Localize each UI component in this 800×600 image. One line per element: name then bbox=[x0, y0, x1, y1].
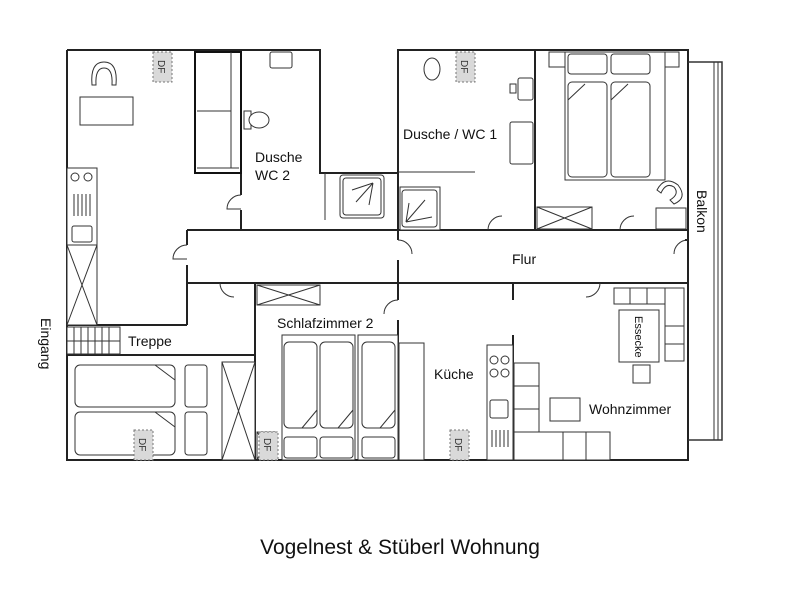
label-essecke: Essecke bbox=[632, 316, 644, 358]
df-label: DF bbox=[452, 438, 463, 451]
label-kueche: Küche bbox=[434, 366, 474, 382]
df-label: DF bbox=[458, 60, 469, 73]
label-dusche-wc1: Dusche / WC 1 bbox=[403, 126, 497, 142]
label-treppe: Treppe bbox=[128, 333, 172, 349]
df-label: DF bbox=[261, 438, 272, 451]
chair bbox=[91, 61, 117, 86]
label-eingang: Eingang bbox=[38, 318, 54, 369]
plan-title: Vogelnest & Stüberl Wohnung bbox=[260, 536, 540, 559]
label-dusche-wc2: Dusche bbox=[255, 149, 303, 165]
label-dusche-wc2-2: WC 2 bbox=[255, 167, 290, 183]
label-balkon: Balkon bbox=[694, 190, 710, 233]
df-markers: DF DF DF DF DF bbox=[133, 51, 476, 461]
df-label: DF bbox=[155, 60, 166, 73]
furniture bbox=[66, 51, 687, 461]
desk bbox=[79, 96, 134, 126]
doors bbox=[172, 194, 689, 315]
dining-table bbox=[618, 309, 660, 363]
label-wohnzimmer: Wohnzimmer bbox=[589, 401, 672, 417]
sofa bbox=[194, 51, 242, 174]
balcony bbox=[688, 61, 723, 441]
room-labels: Dusche WC 2 Dusche / WC 1 Flur Balkon Ei… bbox=[38, 126, 710, 417]
label-flur: Flur bbox=[512, 251, 536, 267]
df-label: DF bbox=[136, 438, 147, 451]
label-schlafzimmer2: Schlafzimmer 2 bbox=[277, 315, 374, 331]
